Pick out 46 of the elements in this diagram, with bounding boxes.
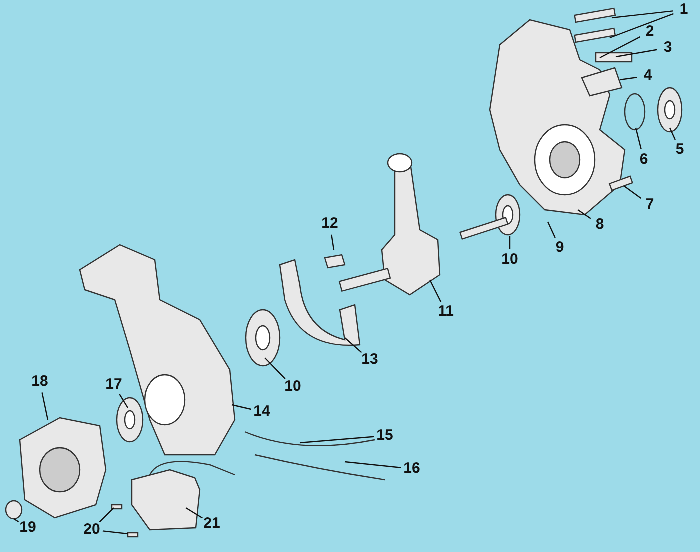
callout-number: 8 (596, 217, 604, 233)
leader-line (669, 128, 676, 140)
leader-line (102, 530, 128, 535)
callout-number: 20 (84, 522, 100, 538)
leader-line (620, 76, 638, 81)
callout-number: 18 (32, 374, 48, 390)
callout-number: 15 (376, 428, 394, 444)
leader-line (610, 13, 674, 39)
callout-number: 10 (284, 379, 302, 395)
leader-line (635, 128, 642, 150)
callout-number: 7 (646, 197, 654, 213)
leader-line (612, 10, 674, 19)
callout-number: 21 (204, 516, 220, 532)
leader-line (547, 222, 556, 238)
callout-number: 2 (646, 24, 654, 40)
leader-line (600, 36, 641, 59)
leader-line (119, 394, 129, 408)
leader-line (186, 507, 203, 519)
leader-line (14, 518, 20, 523)
leader-line (578, 210, 592, 220)
callout-number: 17 (106, 377, 122, 393)
callout-number: 11 (438, 304, 454, 320)
callout-number: 10 (502, 252, 518, 268)
leader-line (232, 404, 252, 410)
leader-line (344, 461, 402, 468)
callout-number: 4 (644, 68, 652, 84)
callout-number: 14 (254, 404, 270, 420)
leader-line (509, 236, 511, 249)
callout-number: 5 (676, 142, 684, 158)
callout-number: 6 (640, 152, 648, 168)
leader-line (42, 392, 49, 420)
callout-number: 12 (322, 216, 338, 232)
callout-number: 1 (680, 2, 688, 18)
callout-number: 3 (664, 40, 672, 56)
leader-line (344, 338, 362, 354)
callout-number: 13 (362, 352, 378, 368)
leader-line (99, 508, 114, 523)
leader-line (624, 186, 642, 199)
leader-line (264, 358, 286, 380)
leader-line (300, 436, 374, 444)
leader-line (429, 280, 442, 302)
callout-number: 16 (404, 461, 420, 477)
callout-number: 19 (20, 520, 36, 536)
callout-number: 9 (556, 240, 564, 256)
leader-line (331, 234, 335, 250)
leader-line (616, 49, 658, 58)
